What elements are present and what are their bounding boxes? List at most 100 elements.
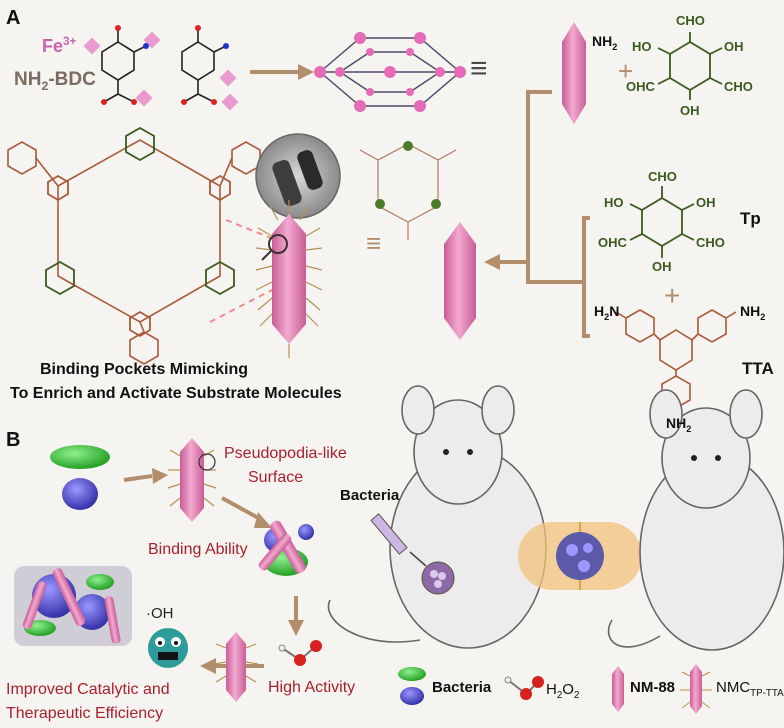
oh-radical-label: ·OH <box>146 605 174 622</box>
tp-top-cho-2: CHO <box>724 79 753 94</box>
legend-nm88-icon <box>612 666 624 712</box>
legend-h2o2-icon <box>504 676 544 700</box>
infection-site <box>421 561 455 595</box>
plus-sign-2: + <box>664 280 681 311</box>
nh2-top: NH2 <box>592 34 617 52</box>
cof-tp-nodes <box>45 126 235 296</box>
bacteria-cluster-left <box>14 566 132 646</box>
nmc-rod-b2 <box>213 632 259 702</box>
tta-nh2-bottom: NH2 <box>666 416 691 434</box>
mouse-left <box>327 385 547 649</box>
legend-h2o2-sub2: 2 <box>573 690 580 701</box>
tta-nh2-right: NH2 <box>740 304 765 322</box>
legend-h2o2-sub1: 2 <box>556 690 563 701</box>
tta-h2n: H2NHN <box>594 303 620 322</box>
panel-a-label: A <box>6 7 21 29</box>
arrow-to-nmc <box>484 254 500 270</box>
caption-line-1: Binding Pockets Mimicking <box>40 361 249 378</box>
h2o2-molecule <box>278 640 322 666</box>
fe-ion-markers <box>83 31 239 111</box>
zoom-line-1 <box>225 219 277 241</box>
tta-h2n-h: H <box>594 303 605 319</box>
tp-label: Tp <box>740 209 761 228</box>
binding-cluster <box>258 520 314 576</box>
pseudopodia-label-2: Surface <box>248 469 304 486</box>
cof-structure <box>7 139 261 365</box>
fe-symbol: Fe <box>42 36 64 56</box>
nm88-rod-mid <box>444 222 476 340</box>
tp-molecule-top <box>657 32 723 100</box>
linker-suffix: -BDC <box>48 69 96 90</box>
legend-h2o2-h: H <box>546 681 557 698</box>
equiv-symbol-2: ≡ <box>366 228 382 258</box>
monster-icon <box>148 628 188 668</box>
legend-bacteria-icon <box>398 667 426 705</box>
nh2-top-text: NH <box>592 33 613 49</box>
legend-bacteria-label: Bacteria <box>432 679 492 696</box>
tp-molecule-mid <box>629 186 695 258</box>
linker-label: NH2-BDC <box>14 70 96 92</box>
nh2-top-sub: 2 <box>612 41 618 52</box>
synthesis-bracket <box>500 90 590 338</box>
tp-top-ho: HO <box>632 39 652 54</box>
magnifier-icon <box>261 234 288 261</box>
tp-top-oh-1: OH <box>724 39 744 54</box>
nh2-bdc-molecule-2 <box>181 28 227 103</box>
tp-mid-oh-1: OH <box>696 195 716 210</box>
zoom-line-2 <box>209 289 273 323</box>
purple-bacterium <box>62 478 98 510</box>
legend-nmc-label: NMCTP-TTA <box>716 680 784 699</box>
fe-label: Fe3+ <box>42 36 76 55</box>
tp-top-cho-1: CHO <box>676 13 705 28</box>
arrow-to-pseudopodia <box>123 474 153 482</box>
tta-nh2-right-sub: 2 <box>760 311 766 322</box>
sem-image <box>255 133 341 219</box>
fe-charge: 3+ <box>63 35 77 48</box>
nmc-rod-left <box>255 200 323 358</box>
treatment-capsule <box>518 522 642 590</box>
improved-label-2: Therapeutic Efficiency <box>6 705 164 722</box>
caption-line-2: To Enrich and Activate Substrate Molecul… <box>10 385 342 402</box>
linker-sub: 2 <box>41 78 49 93</box>
binding-ability-label: Binding Ability <box>148 541 248 558</box>
tta-h2n-sub: 2 <box>604 311 610 322</box>
tta-label: TTA <box>742 359 774 378</box>
oxygen-atoms <box>101 25 217 105</box>
pseudopodia-label-1: Pseudopodia-like <box>224 445 347 462</box>
green-bacterium <box>50 445 110 469</box>
cof-schematic-small <box>359 143 457 240</box>
syringe-icon <box>370 513 427 567</box>
tta-nh2-bottom-text: NH <box>666 415 687 431</box>
tta-nh2-bottom-sub: 2 <box>686 423 692 434</box>
tp-mid-cho-1: CHO <box>648 169 677 184</box>
zoom-circle <box>198 453 216 471</box>
legend-nmc-sub: TP-TTA <box>750 688 784 699</box>
nitrogen-atoms <box>143 43 229 49</box>
improved-label-1: Improved Catalytic and <box>6 681 170 698</box>
tta-molecule <box>615 309 737 414</box>
bacteria-injection-label: Bacteria <box>340 487 400 504</box>
nh2-bdc-molecule-1 <box>101 28 147 103</box>
linker-prefix: NH <box>14 69 42 90</box>
tp-mid-oh-2: OH <box>652 259 672 274</box>
mof-nodes <box>314 32 466 112</box>
nm88-rod-top <box>562 22 586 124</box>
cof-triazine-nodes <box>47 174 231 338</box>
cof-schematic-green <box>375 141 441 209</box>
tp-mid-och: OHC <box>598 235 627 250</box>
tta-nh2-right-text: NH <box>740 303 761 319</box>
tp-mid-ho: HO <box>604 195 624 210</box>
legend-h2o2-o: O <box>562 681 574 698</box>
mouse-right <box>607 389 784 651</box>
equiv-symbol-1: ≡ <box>470 52 488 85</box>
tp-top-oh-2: OH <box>680 103 700 118</box>
legend-nmc-icon <box>680 664 712 714</box>
legend-nm88-label: NM-88 <box>630 679 676 696</box>
high-activity-label: High Activity <box>268 679 356 696</box>
tp-mid-cho-2: CHO <box>696 235 725 250</box>
plus-sign-1: + <box>618 56 634 86</box>
tp-top-och: OHC <box>626 79 655 94</box>
legend-nmc-main: NMC <box>716 679 751 696</box>
